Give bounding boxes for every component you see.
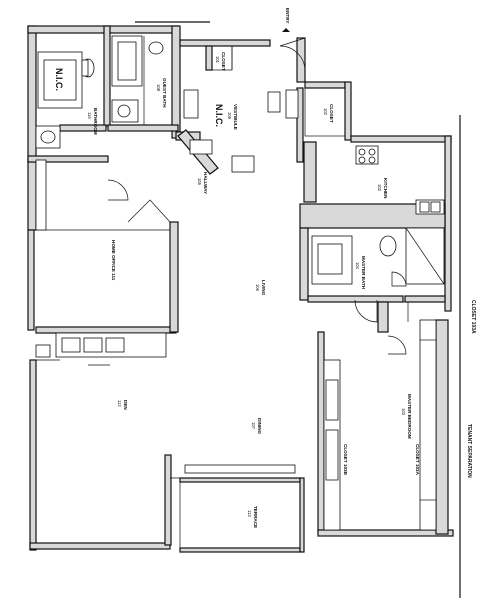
room-label-bathroom: BATHROOM bbox=[93, 108, 98, 135]
room-label-master-bedroom: MASTER BEDROOM bbox=[407, 394, 412, 439]
room-label-closet-103b: CLOSET 103B bbox=[343, 444, 348, 476]
svg-text:105: 105 bbox=[197, 178, 202, 186]
svg-text:116: 116 bbox=[87, 112, 92, 119]
master-toilet bbox=[379, 235, 397, 257]
svg-text:107: 107 bbox=[251, 422, 256, 430]
tenant-separation-label: TENANT SEPARATION bbox=[466, 424, 472, 478]
svg-text:104: 104 bbox=[355, 262, 360, 270]
closet-103a bbox=[419, 319, 437, 531]
guest-toilet bbox=[148, 41, 164, 55]
room-label-master-bath: MASTER BATH bbox=[361, 256, 366, 290]
svg-text:102: 102 bbox=[377, 184, 382, 192]
svg-text:102: 102 bbox=[323, 108, 328, 116]
room-label-den: DEN bbox=[123, 400, 128, 410]
room-label-terrace: TERRACE bbox=[253, 506, 258, 528]
entry-label: ENTRY bbox=[285, 8, 290, 23]
room-label-home-office: HOME OFFICE 111 bbox=[111, 240, 116, 281]
room-label-vestibule: VESTIBULE bbox=[233, 104, 238, 130]
closet-103a-tag: CLOSET 103A bbox=[470, 300, 476, 334]
room-label-closet-101: CLOSET bbox=[221, 52, 226, 71]
svg-text:113: 113 bbox=[247, 510, 252, 517]
svg-text:103: 103 bbox=[401, 408, 406, 416]
room-label-kitchen: KITCHEN bbox=[383, 178, 388, 199]
room-label-closet-102: CLOSET bbox=[329, 104, 334, 123]
room-label-hallway: HALLWAY bbox=[203, 172, 208, 194]
svg-text:101: 101 bbox=[215, 56, 220, 64]
room-label-guest-bath: GUEST BATH bbox=[162, 78, 167, 108]
office-window bbox=[35, 159, 47, 231]
svg-text:108: 108 bbox=[156, 84, 161, 92]
room-label-living: LIVING bbox=[261, 280, 266, 296]
svg-text:106: 106 bbox=[255, 284, 260, 292]
svg-text:112: 112 bbox=[117, 400, 122, 407]
room-label-dining: DINING bbox=[257, 418, 262, 435]
svg-text:109: 109 bbox=[227, 112, 232, 120]
nic-label-vestibule: N.I.C. bbox=[214, 104, 224, 127]
nic-label-bathroom: N.I.C. bbox=[54, 68, 64, 91]
room-label-closet-103a: CLOSET 103A bbox=[415, 444, 420, 476]
